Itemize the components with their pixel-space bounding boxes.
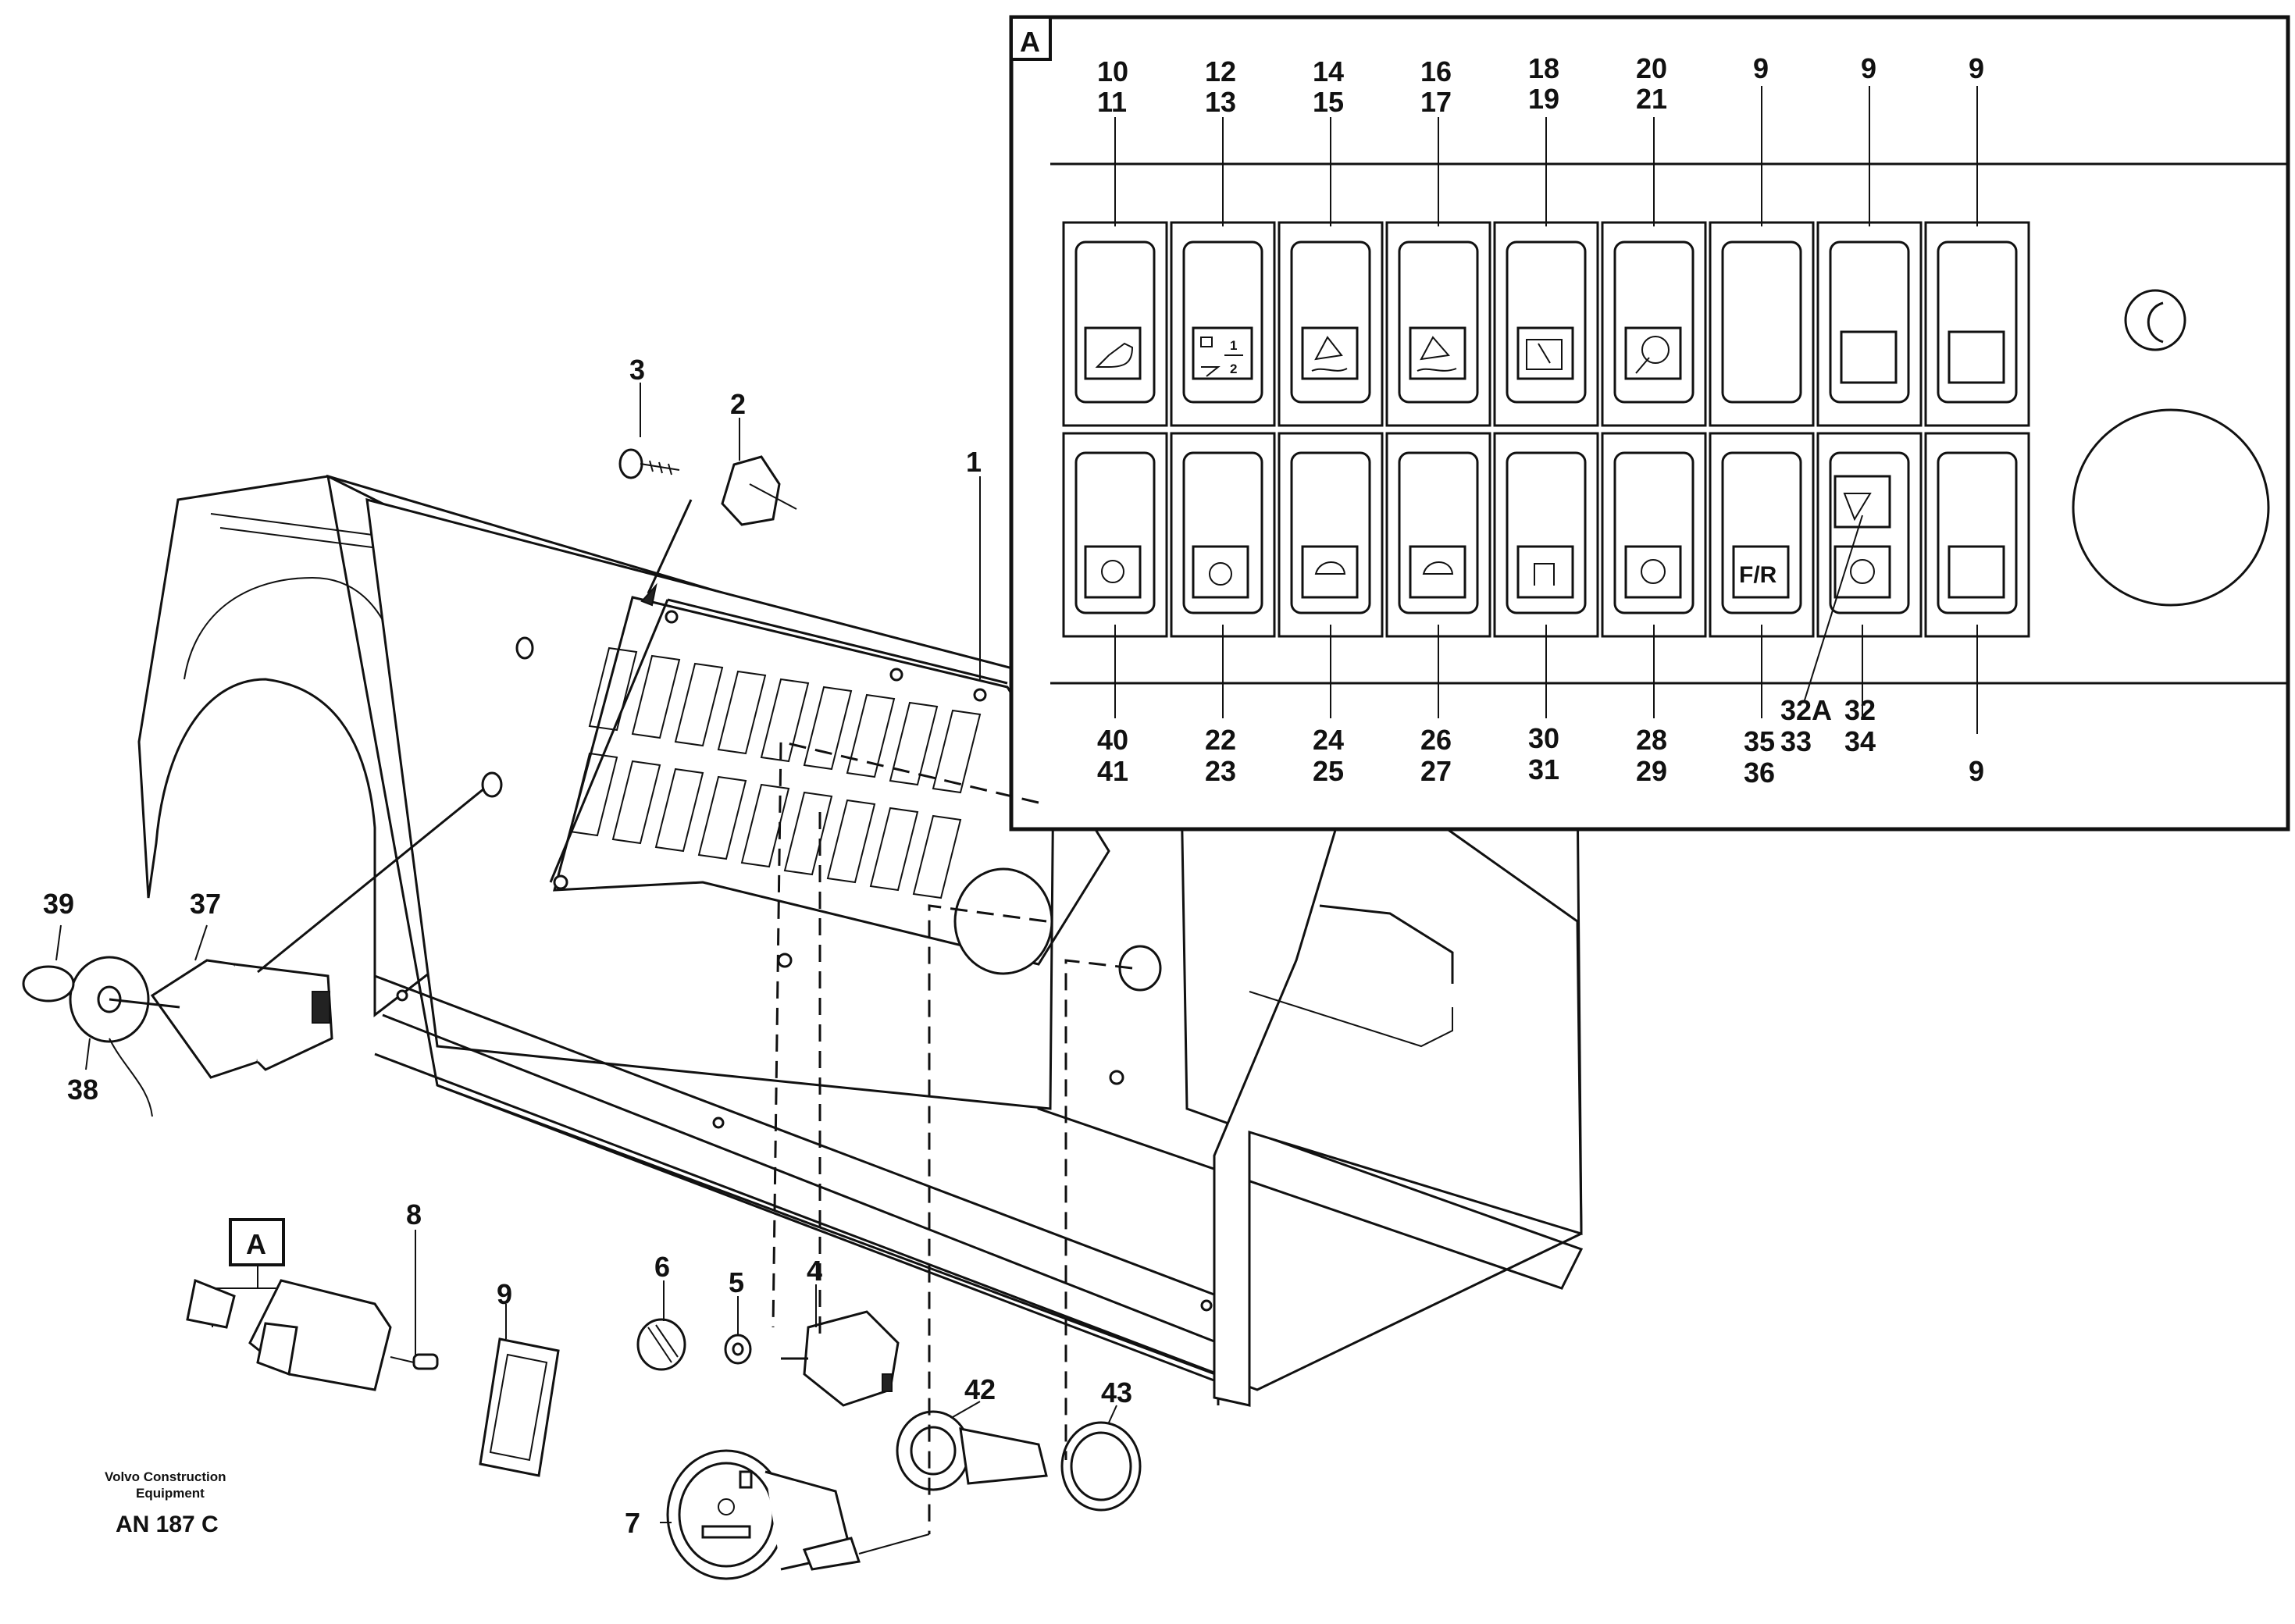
label-9-top-2: 9	[1861, 52, 1876, 84]
knob-part-6	[636, 1280, 686, 1371]
label-32a: 32A	[1780, 694, 1832, 726]
label-26: 26	[1420, 724, 1452, 756]
label-27: 27	[1420, 755, 1452, 787]
routing-lines	[772, 740, 1133, 1534]
panel-gauge-hole	[2072, 408, 2270, 607]
label-21: 21	[1636, 83, 1667, 115]
switch-35: F/R	[1709, 432, 1815, 638]
label-13: 13	[1205, 86, 1236, 118]
label-9: 9	[497, 1278, 512, 1310]
label-38: 38	[67, 1074, 98, 1106]
label-34: 34	[1844, 725, 1876, 757]
half-label-bottom: 2	[1230, 361, 1237, 376]
switch-18	[1493, 221, 1599, 427]
switch-9a	[1709, 221, 1815, 427]
detail-bottom-labels: 40 41 22 23 24 25 26 27 30 31 28 29 35 3…	[1097, 694, 1984, 789]
ring-part-43	[1060, 1405, 1142, 1512]
label-7: 7	[625, 1507, 640, 1539]
label-5: 5	[729, 1266, 744, 1298]
label-6: 6	[654, 1251, 670, 1283]
label-30: 30	[1528, 722, 1559, 754]
callout-a-tag	[229, 1218, 285, 1266]
label-33: 33	[1780, 725, 1812, 757]
label-11: 11	[1097, 86, 1127, 118]
switch-12: 12	[1170, 221, 1276, 427]
label-10: 10	[1097, 55, 1128, 87]
label-12: 12	[1205, 55, 1236, 87]
label-24: 24	[1313, 724, 1344, 756]
drawing-code: AN 187 C	[116, 1512, 219, 1537]
label-1: 1	[966, 446, 982, 478]
screw-part-3	[618, 383, 680, 479]
switch-9d	[1924, 432, 2030, 638]
label-17: 17	[1420, 86, 1452, 118]
switch-plate	[549, 596, 1162, 1085]
label-9-top-1: 9	[1753, 52, 1769, 84]
switch-9b	[1816, 221, 1923, 427]
detail-switch-row-2: F/R	[1062, 432, 2030, 638]
label-23: 23	[1205, 755, 1236, 787]
label-42: 42	[964, 1373, 996, 1405]
label-9-bottom: 9	[1969, 755, 1984, 787]
label-39: 39	[43, 888, 74, 920]
switch-26	[1385, 432, 1491, 638]
switch-lens-part-9	[479, 1304, 560, 1477]
panel-knob	[2124, 289, 2186, 351]
rotary-switch-assembly	[22, 787, 485, 1117]
label-20: 20	[1636, 52, 1667, 84]
callout-a-label: A	[246, 1228, 266, 1260]
label-31: 31	[1528, 753, 1559, 785]
company-line-2: Equipment	[136, 1486, 205, 1501]
label-32: 32	[1844, 694, 1876, 726]
label-22: 22	[1205, 724, 1236, 756]
label-40: 40	[1097, 724, 1128, 756]
label-14: 14	[1313, 55, 1344, 87]
detail-a-tag	[1010, 16, 1052, 61]
label-4: 4	[807, 1255, 822, 1287]
detail-top-labels: 10 11 12 13 14 15 16 17 18 19 20 21 9 9 …	[1097, 52, 1984, 118]
label-2: 2	[730, 388, 746, 420]
switch-22	[1170, 432, 1276, 638]
label-37: 37	[190, 888, 221, 920]
hour-meter-part-7	[660, 1449, 930, 1580]
half-label-top: 1	[1230, 338, 1237, 353]
switch-28	[1601, 432, 1707, 638]
switch-30	[1493, 432, 1599, 638]
footer-block: Volvo Construction Equipment AN 187 C	[105, 1469, 226, 1537]
label-35: 35	[1744, 725, 1775, 757]
rotary-switch-part-4	[781, 1284, 900, 1407]
switch-9c	[1924, 221, 2030, 427]
label-16: 16	[1420, 55, 1452, 87]
clip-part-2	[640, 418, 797, 607]
switch-24	[1278, 432, 1384, 638]
label-18: 18	[1528, 52, 1559, 84]
switch-16	[1385, 221, 1491, 427]
warning-lamp-part-42	[896, 1401, 1048, 1491]
switch-10	[1062, 221, 1168, 427]
label-19: 19	[1528, 83, 1559, 115]
company-line-1: Volvo Construction	[105, 1469, 226, 1484]
label-43: 43	[1101, 1376, 1132, 1409]
label-8: 8	[406, 1198, 422, 1230]
part-number-labels: 3 2 1 39 37 38 8 9 6 5 4 42 43 7	[43, 354, 1132, 1539]
switch-14	[1278, 221, 1384, 427]
label-36: 36	[1744, 757, 1775, 789]
fr-label: F/R	[1739, 562, 1777, 588]
label-25: 25	[1313, 755, 1344, 787]
switch-20	[1601, 221, 1707, 427]
detail-switch-row-1: 12	[1062, 221, 2030, 427]
label-15: 15	[1313, 86, 1344, 118]
switch-40	[1062, 432, 1168, 638]
label-41: 41	[1097, 755, 1128, 787]
label-28: 28	[1636, 724, 1667, 756]
label-29: 29	[1636, 755, 1667, 787]
label-3: 3	[629, 354, 645, 386]
switch-callout-a: A	[186, 1218, 439, 1391]
detail-a-tag-label: A	[1020, 26, 1040, 58]
label-9-top-3: 9	[1969, 52, 1984, 84]
detail-leaders	[1114, 86, 1978, 734]
nut-part-5	[724, 1296, 752, 1365]
